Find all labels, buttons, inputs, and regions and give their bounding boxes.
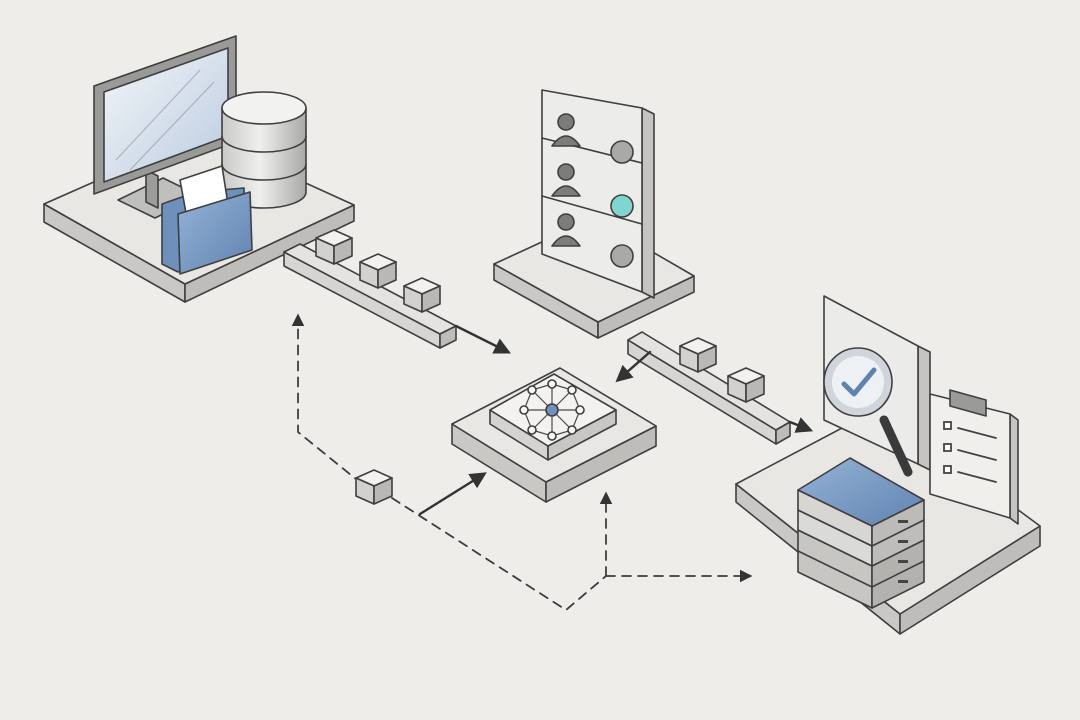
data-packet <box>315 229 353 265</box>
source-workstation <box>43 35 512 354</box>
user-icon <box>551 213 581 247</box>
network-icon <box>519 379 585 441</box>
server-stack-icon <box>797 457 925 609</box>
central-hub <box>355 367 657 516</box>
conveyor-packets <box>315 229 441 313</box>
identity-row <box>551 163 634 218</box>
identity-row <box>551 113 634 164</box>
arrow-to-hub <box>454 324 512 354</box>
magnifier-check-icon <box>823 347 913 477</box>
checklist-clipboard-icon <box>929 389 1019 525</box>
user-icon <box>551 113 581 147</box>
dashed-loop-to-source <box>291 313 363 485</box>
arrow-to-verification <box>788 417 814 433</box>
status-dot-icon <box>610 244 634 268</box>
data-packet <box>679 337 717 373</box>
database-icon <box>221 91 307 209</box>
status-dot-icon <box>610 194 634 218</box>
incoming-packet <box>355 469 393 505</box>
dashed-flows <box>291 313 753 612</box>
user-icon <box>551 163 581 197</box>
dashed-lower-path <box>391 497 607 612</box>
status-dot-icon <box>610 140 634 164</box>
folder-icon <box>161 165 253 275</box>
data-packet <box>727 367 765 403</box>
identity-conveyor <box>627 331 791 445</box>
identity-panel <box>493 89 814 445</box>
arrow-packet-to-hub <box>418 472 487 516</box>
data-packet <box>359 253 397 289</box>
data-packet <box>403 277 441 313</box>
verification-station <box>735 295 1041 635</box>
identity-row <box>551 213 634 268</box>
arrow-identity-to-hub <box>615 350 652 383</box>
